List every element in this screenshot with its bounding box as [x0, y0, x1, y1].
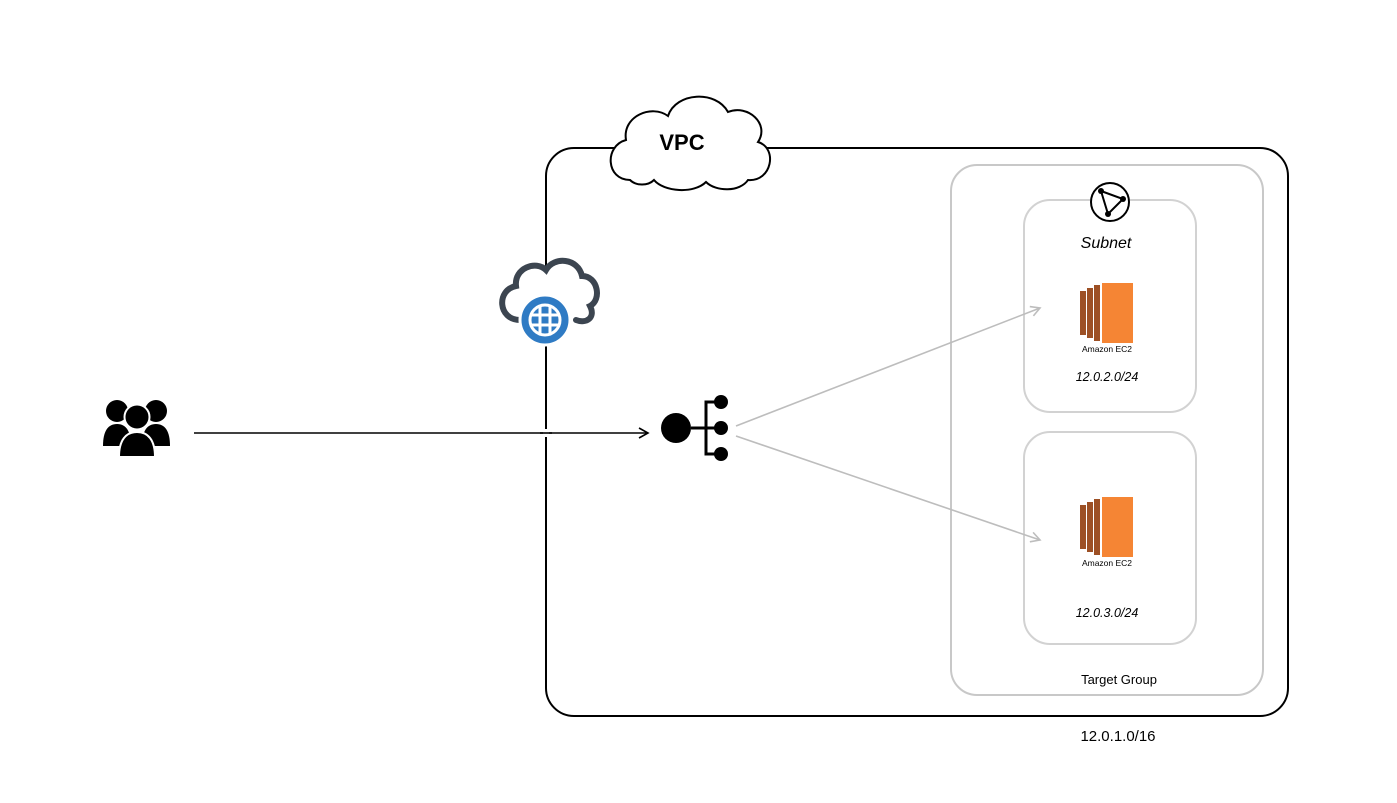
subnet-cidr-label: 12.0.3.0/24	[1076, 606, 1139, 620]
subnet-cidr-label: 12.0.2.0/24	[1076, 370, 1139, 384]
subnet-network-icon	[1090, 182, 1130, 222]
target-group-container	[950, 164, 1264, 696]
subnet-label: Subnet	[1081, 235, 1132, 252]
load-balancer-to-ec2-arrow	[735, 435, 1042, 543]
ec2-service-label: Amazon EC2	[1082, 344, 1132, 354]
users-group-icon	[103, 400, 170, 458]
cloud-globe-icon	[499, 258, 600, 347]
vpc-cloud-label: VPC	[609, 95, 771, 191]
amazon-ec2-icon	[1080, 283, 1133, 343]
ec2-service-label: Amazon EC2	[1082, 558, 1132, 568]
load-balancer-to-ec2-arrow	[735, 305, 1042, 427]
target-group-label: Target Group	[1081, 672, 1157, 687]
subnet-box-2	[1023, 431, 1197, 645]
vpc-label: VPC	[659, 130, 704, 155]
load-balancer-icon	[661, 395, 728, 461]
amazon-ec2-icon	[1080, 497, 1133, 557]
vpc-cidr-label: 12.0.1.0/16	[1080, 728, 1155, 745]
